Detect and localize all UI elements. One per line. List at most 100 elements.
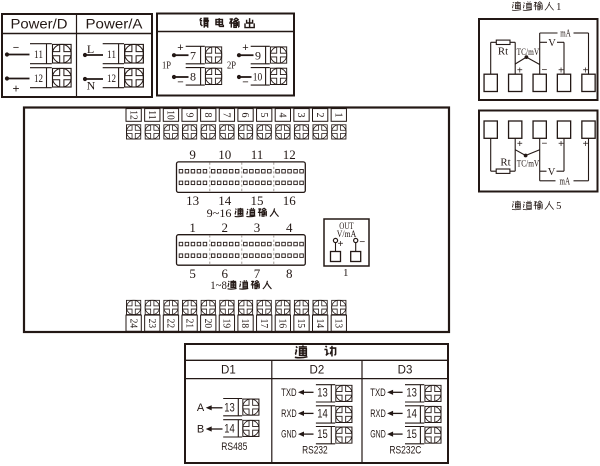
svg-text:4: 4 <box>286 220 293 235</box>
svg-text:8: 8 <box>202 113 213 118</box>
svg-text:RS232C: RS232C <box>389 445 421 457</box>
svg-text:+: + <box>583 139 589 150</box>
svg-text:V: V <box>548 38 556 49</box>
svg-text:Power/D: Power/D <box>11 17 68 32</box>
svg-text:14: 14 <box>314 319 325 329</box>
svg-text:14: 14 <box>406 406 417 420</box>
svg-text:9: 9 <box>189 147 196 162</box>
svg-text:D2: D2 <box>310 365 325 377</box>
svg-text:3: 3 <box>254 220 261 235</box>
svg-text:10: 10 <box>218 147 231 162</box>
svg-text:−: − <box>242 77 248 89</box>
svg-text:6: 6 <box>222 266 229 281</box>
svg-text:TC/mV: TC/mV <box>517 48 540 58</box>
svg-text:D1: D1 <box>221 365 236 377</box>
svg-text:5: 5 <box>258 113 269 118</box>
svg-text:11: 11 <box>107 47 116 61</box>
svg-text:−: − <box>13 42 19 54</box>
svg-text:16: 16 <box>277 319 288 329</box>
svg-text:2: 2 <box>222 220 229 235</box>
svg-text:5: 5 <box>189 266 196 281</box>
svg-text:11: 11 <box>34 47 43 61</box>
svg-text:+: + <box>583 65 589 76</box>
svg-text:23: 23 <box>146 319 157 329</box>
svg-text:17: 17 <box>258 319 269 329</box>
svg-text:+: + <box>338 239 344 250</box>
svg-text:A: A <box>197 402 205 414</box>
svg-text:−: − <box>541 65 547 76</box>
svg-text:8: 8 <box>190 70 196 84</box>
svg-text:OUT: OUT <box>339 222 354 232</box>
svg-text:1: 1 <box>556 2 561 13</box>
svg-text:−: − <box>177 77 183 89</box>
svg-text:B: B <box>197 423 204 435</box>
svg-text:GND: GND <box>281 429 297 441</box>
svg-text:24: 24 <box>127 319 138 329</box>
svg-text:TXD: TXD <box>281 387 297 399</box>
svg-text:12: 12 <box>127 110 138 120</box>
svg-text:RXD: RXD <box>370 408 386 420</box>
svg-text:9: 9 <box>183 113 194 118</box>
svg-text:15: 15 <box>406 427 417 441</box>
svg-text:7: 7 <box>254 266 261 281</box>
svg-text:16: 16 <box>283 193 297 208</box>
svg-text:3: 3 <box>295 113 306 118</box>
svg-text:19: 19 <box>221 319 232 329</box>
svg-text:12: 12 <box>107 71 116 85</box>
svg-text:GND: GND <box>370 429 386 441</box>
svg-text:5: 5 <box>556 201 561 212</box>
svg-text:TC/mV: TC/mV <box>517 160 540 170</box>
svg-text:+: + <box>517 139 523 150</box>
svg-text:RS232: RS232 <box>302 445 328 457</box>
svg-text:−: − <box>359 237 365 248</box>
svg-text:11: 11 <box>251 147 264 162</box>
svg-text:+: + <box>558 139 564 150</box>
svg-text:+: + <box>177 42 183 54</box>
svg-text:4: 4 <box>277 113 288 118</box>
svg-text:Rt: Rt <box>498 45 508 57</box>
svg-text:13: 13 <box>224 400 235 414</box>
svg-text:Rt: Rt <box>500 156 510 168</box>
svg-text:15: 15 <box>251 193 264 208</box>
svg-text:10: 10 <box>253 70 263 84</box>
svg-text:−: − <box>541 139 547 150</box>
svg-text:14: 14 <box>218 193 232 208</box>
svg-text:8: 8 <box>286 266 293 281</box>
svg-text:TXD: TXD <box>370 387 386 399</box>
svg-text:V/mA: V/mA <box>337 230 357 240</box>
svg-text:21: 21 <box>183 319 194 329</box>
svg-text:10: 10 <box>165 110 176 120</box>
svg-text:22: 22 <box>165 319 176 329</box>
svg-text:7: 7 <box>190 48 196 62</box>
svg-text:RXD: RXD <box>281 408 297 420</box>
svg-text:7: 7 <box>221 113 232 118</box>
svg-text:L: L <box>87 42 94 56</box>
svg-text:1: 1 <box>332 113 343 118</box>
svg-text:1: 1 <box>343 267 349 279</box>
svg-text:14: 14 <box>224 422 235 436</box>
svg-text:mA: mA <box>560 29 571 40</box>
svg-text:13: 13 <box>406 385 417 399</box>
svg-text:12: 12 <box>283 147 296 162</box>
svg-text:15: 15 <box>295 319 306 329</box>
svg-text:11: 11 <box>146 110 157 120</box>
svg-text:15: 15 <box>317 427 328 441</box>
svg-text:20: 20 <box>202 319 213 329</box>
svg-text:9~16: 9~16 <box>207 206 232 220</box>
svg-text:1~8: 1~8 <box>210 278 227 292</box>
svg-text:2: 2 <box>314 113 325 118</box>
svg-text:V: V <box>548 167 556 178</box>
svg-text:1: 1 <box>189 220 196 235</box>
svg-text:2P: 2P <box>227 61 236 72</box>
svg-text:N: N <box>87 78 96 92</box>
svg-text:+: + <box>558 65 564 76</box>
svg-text:+: + <box>517 65 523 76</box>
svg-text:13: 13 <box>317 385 328 399</box>
svg-text:13: 13 <box>186 193 199 208</box>
svg-text:9: 9 <box>255 48 261 62</box>
svg-text:D3: D3 <box>398 365 413 377</box>
svg-text:13: 13 <box>332 319 343 329</box>
svg-text:+: + <box>242 42 248 54</box>
svg-text:6: 6 <box>239 113 250 118</box>
svg-text:Power/A: Power/A <box>86 17 143 32</box>
